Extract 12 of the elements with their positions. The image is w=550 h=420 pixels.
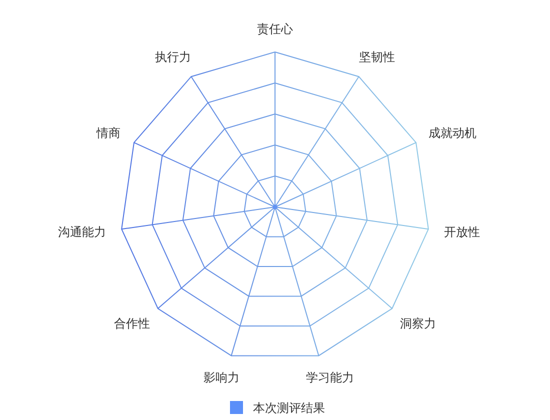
axis-label: 学习能力	[306, 370, 354, 385]
axis-label: 坚韧性	[359, 50, 396, 64]
axis-label: 成就动机	[428, 126, 476, 140]
axis-label: 责任心	[257, 22, 293, 36]
axis-label: 执行力	[154, 50, 191, 64]
legend-label: 本次测评结果	[253, 401, 325, 415]
axis-label: 沟通能力	[58, 225, 106, 240]
axis-label: 情商	[96, 126, 121, 140]
axis-label: 影响力	[204, 370, 240, 385]
axis-label: 洞察力	[400, 316, 436, 331]
axis-label: 开放性	[444, 225, 480, 240]
axis-label: 合作性	[114, 316, 150, 331]
